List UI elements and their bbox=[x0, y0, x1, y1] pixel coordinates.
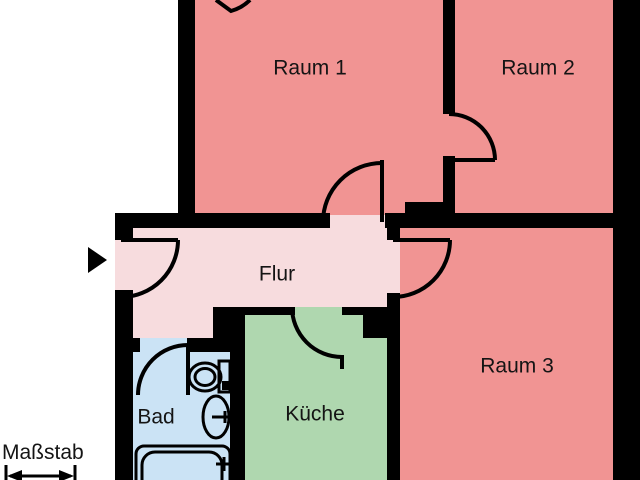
bathtub-inner bbox=[140, 450, 224, 480]
wall-segment bbox=[443, 156, 455, 215]
entrance-door-arc bbox=[120, 239, 180, 299]
raum1-label: Raum 1 bbox=[273, 56, 347, 80]
toilet-flush-button bbox=[222, 381, 229, 390]
scale-label: Maßstab bbox=[2, 441, 84, 464]
raum1-raum2-floor bbox=[195, 0, 613, 215]
raum1-door-arc bbox=[321, 161, 383, 223]
wall-segment bbox=[230, 338, 245, 480]
raum3-label: Raum 3 bbox=[480, 354, 554, 378]
wall-segment bbox=[387, 228, 400, 240]
wall-segment bbox=[178, 0, 195, 228]
wall-segment bbox=[363, 313, 387, 338]
wall-segment bbox=[245, 307, 295, 315]
kueche-floor bbox=[240, 307, 387, 480]
wall-segment bbox=[115, 290, 133, 480]
bad-door-arc bbox=[136, 343, 189, 396]
wall-segment bbox=[115, 338, 140, 352]
wall-segment bbox=[405, 202, 443, 215]
raum2-label: Raum 2 bbox=[501, 56, 575, 80]
top-door-arc-cutoff bbox=[214, 0, 252, 14]
walls bbox=[115, 0, 640, 480]
toilet-icon bbox=[187, 361, 223, 393]
bad-label: Bad bbox=[137, 405, 175, 429]
bath-fixtures bbox=[134, 359, 232, 480]
wall-segment bbox=[387, 293, 400, 480]
bathtub-icon bbox=[134, 444, 232, 480]
toilet-cistern bbox=[217, 359, 232, 394]
raum3-door-gap bbox=[387, 240, 400, 293]
flur-raum1-door-gap bbox=[330, 215, 385, 228]
raum3-floor bbox=[400, 228, 613, 480]
kueche-label: Küche bbox=[285, 402, 345, 426]
wall-segment bbox=[342, 307, 387, 315]
kueche-door-arc bbox=[290, 306, 343, 359]
doors bbox=[120, 0, 497, 396]
wall-segment bbox=[613, 0, 640, 480]
raum2-door-arc bbox=[448, 112, 497, 161]
entrance-door-gap bbox=[115, 240, 133, 290]
raum3-door-arc bbox=[392, 239, 452, 299]
flur-floor-leg bbox=[133, 228, 213, 340]
wall-segment bbox=[115, 213, 330, 228]
wall-segment bbox=[213, 307, 245, 352]
wall-segment bbox=[115, 228, 133, 240]
flur-label: Flur bbox=[258, 262, 296, 286]
toilet-bowl-inner bbox=[193, 367, 217, 387]
room-floors bbox=[115, 0, 613, 480]
wall-segment bbox=[443, 0, 455, 114]
wall-segment bbox=[385, 213, 613, 228]
entrance-arrow-icon bbox=[88, 247, 107, 273]
scale-bar bbox=[4, 465, 77, 480]
